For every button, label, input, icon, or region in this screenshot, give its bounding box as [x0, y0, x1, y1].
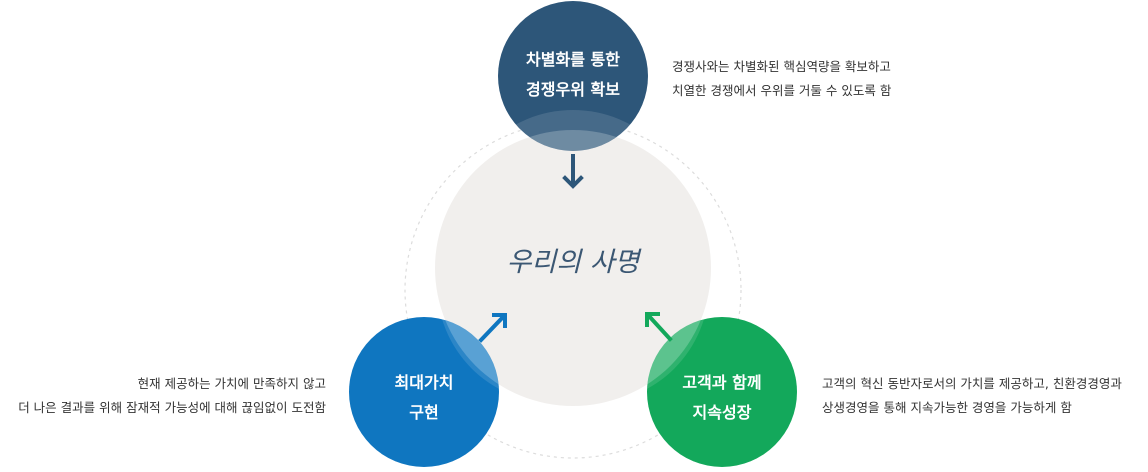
node-top-desc-line1: 경쟁사와는 차별화된 핵심역량을 확보하고	[672, 59, 891, 74]
node-left-line2: 구현	[409, 403, 439, 422]
arrow-up-right-icon	[478, 313, 507, 343]
center-title: 우리의 사명	[506, 247, 640, 278]
node-top-desc-line2: 치열한 경쟁에서 우위를 거둘 수 있도록 함	[672, 83, 892, 98]
node-right-desc-line1: 고객의 혁신 동반자로서의 가치를 제공하고, 친환경경영과	[822, 376, 1122, 391]
arrow-up-left-icon	[645, 312, 673, 342]
node-right-description: 고객의 혁신 동반자로서의 가치를 제공하고, 친환경경영과 상생경영을 통해 …	[822, 372, 1122, 420]
node-top-line1: 차별화를 통한	[526, 50, 620, 69]
node-right-desc-line2: 상생경영을 통해 지속가능한 경영을 가능하게 함	[822, 400, 1072, 415]
node-top	[498, 1, 648, 151]
node-right-line2: 지속성장	[692, 403, 752, 422]
node-top-line2: 경쟁우위 확보	[526, 80, 620, 99]
node-right-line1: 고객과 함께	[682, 373, 762, 392]
node-left-description: 현재 제공하는 가치에 만족하지 않고 더 나은 결과를 위해 잠재적 가능성에…	[18, 372, 326, 420]
node-top-description: 경쟁사와는 차별화된 핵심역량을 확보하고 치열한 경쟁에서 우위를 거둘 수 …	[672, 55, 891, 103]
node-top-label: 차별화를 통한 경쟁우위 확보	[498, 45, 648, 105]
node-right-label: 고객과 함께 지속성장	[647, 368, 797, 428]
center-circle	[435, 130, 711, 406]
arrow-down-icon	[562, 154, 584, 189]
node-left-desc-line1: 현재 제공하는 가치에 만족하지 않고	[137, 376, 326, 391]
node-left-label: 최대가치 구현	[349, 368, 499, 428]
node-left-desc-line2: 더 나은 결과를 위해 잠재적 가능성에 대해 끊임없이 도전함	[18, 400, 326, 415]
node-left-line1: 최대가치	[394, 373, 454, 392]
